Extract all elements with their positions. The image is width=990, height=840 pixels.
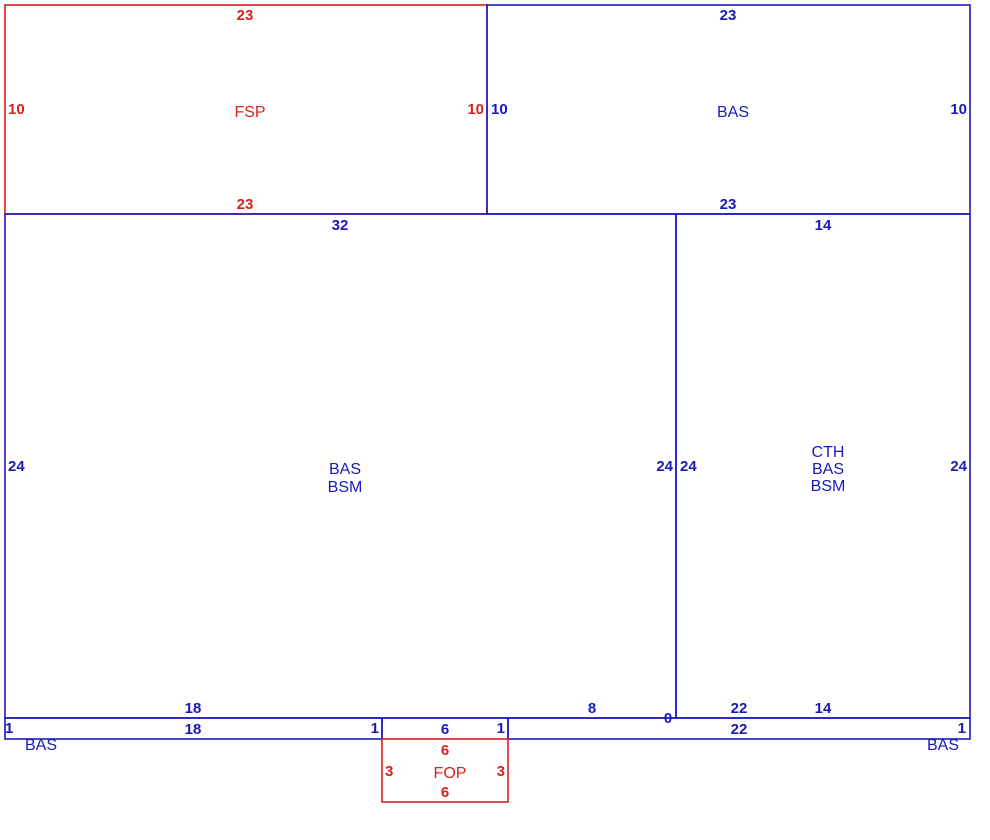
fop-label: FOP [434, 765, 467, 782]
strip-right-bottom-dim: 22 [731, 721, 748, 738]
main-label-2: BSM [328, 479, 363, 496]
fop-top-dim: 6 [441, 742, 449, 759]
fsp-left-dim: 10 [8, 101, 25, 118]
strip-mid-top-dim: 6 [441, 721, 449, 738]
main-right-dim: 24 [656, 458, 673, 475]
bas-top-bottom-dim: 23 [720, 196, 737, 213]
main-top-dim: 32 [332, 217, 349, 234]
main-bottom-dim: 18 [185, 700, 202, 717]
strip-right-zero: 0 [664, 710, 672, 727]
fop-right-dim: 3 [497, 763, 505, 780]
bas-top-label: BAS [717, 104, 749, 121]
right-left-dim: 24 [680, 458, 697, 475]
fsp-label: FSP [234, 104, 265, 121]
right-bottom-dim-2: 14 [815, 700, 832, 717]
strip-right-outline [507, 717, 971, 740]
strip-left-label: BAS [25, 737, 57, 754]
bas-top-right-dim: 10 [950, 101, 967, 118]
bas-top-top-dim: 23 [720, 7, 737, 24]
strip-right-right-dim: 1 [958, 720, 966, 737]
fop-outline [381, 738, 509, 803]
fop-bottom-dim: 6 [441, 784, 449, 801]
right-right-dim: 24 [950, 458, 967, 475]
fsp-top-dim: 23 [237, 7, 254, 24]
strip-left-right-dim: 1 [371, 720, 379, 737]
bas-top-left-dim: 10 [491, 101, 508, 118]
main-label-1: BAS [329, 461, 361, 478]
strip-left-top-dim: 18 [185, 721, 202, 738]
fop-left-dim: 3 [385, 763, 393, 780]
main-left-dim: 24 [8, 458, 25, 475]
fsp-right-dim: 10 [467, 101, 484, 118]
strip-left-left-dim: 1 [5, 720, 13, 737]
right-label-2: BAS [812, 461, 844, 478]
right-label-1: CTH [812, 444, 845, 461]
fsp-bottom-dim: 23 [237, 196, 254, 213]
right-top-dim: 14 [815, 217, 832, 234]
strip-right-top-dim: 8 [588, 700, 596, 717]
strip-mid-right-dim: 1 [497, 720, 505, 737]
right-label-3: BSM [811, 478, 846, 495]
strip-right-label: BAS [927, 737, 959, 754]
right-bottom-dim-1: 22 [731, 700, 748, 717]
